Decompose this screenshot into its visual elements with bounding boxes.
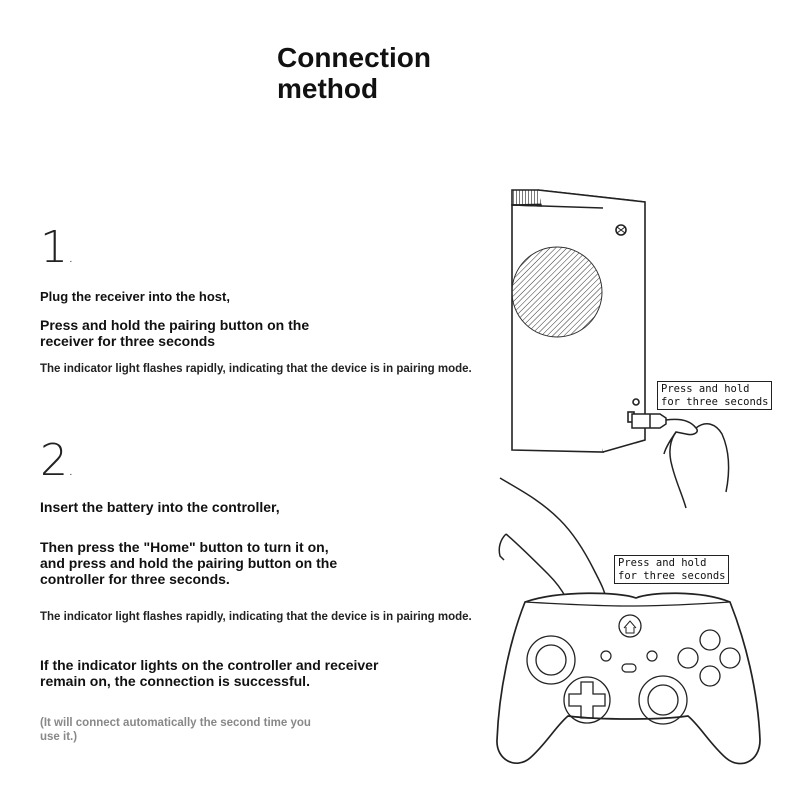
console-drawing [511,189,646,453]
receiver-hand-drawing [631,413,730,509]
step-1-number: 1. [40,222,74,273]
step-1-line-1: Plug the receiver into the host, [40,289,230,304]
step-2-line-4a: If the indicator lights on the controlle… [40,657,379,673]
step-2-line-2b: and press and hold the pairing button on… [40,555,338,571]
step-1-line-2b: receiver for three seconds [40,333,216,349]
callout-line: for three seconds [618,569,726,582]
page-title-line: method [277,73,379,104]
controller-drawing [496,592,761,765]
step-2-line-2a: Then press the "Home" button to turn it … [40,539,329,555]
step-number-text: 2 [40,435,68,486]
step-2-line-1: Insert the battery into the controller, [40,499,280,515]
page-title: Connection method [277,42,431,104]
xbox-logo-icon [615,224,627,236]
step-number-text: 1 [40,222,68,273]
callout-line: Press and hold [661,383,750,395]
callout-console: Press and hold for three seconds [657,381,773,410]
step-1-line-3: The indicator light flashes rapidly, ind… [40,363,472,375]
step-2-note-b: use it.) [40,731,78,743]
callout-line: for three seconds [661,395,769,408]
step-2-note-a: (It will connect automatically the secon… [40,717,311,729]
step-1-line-2a: Press and hold the pairing button on the [40,317,310,333]
callout-controller: Press and hold for three seconds [614,555,730,584]
home-icon [618,614,642,638]
finger-drawing [498,477,607,603]
step-2-line-3: The indicator light flashes rapidly, ind… [40,611,472,623]
step-2-number: 2. [40,435,74,486]
callout-line: Press and hold [618,557,707,569]
page-title-line: Connection [277,42,431,73]
step-2-line-2c: controller for three seconds. [40,571,230,587]
step-2-line-4b: remain on, the connection is successful. [40,673,310,689]
